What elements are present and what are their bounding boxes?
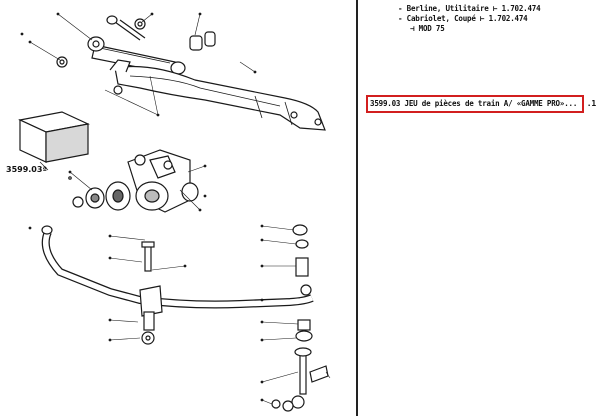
upper-arm-assembly [56, 15, 326, 131]
entry-item-number: .1 [586, 99, 596, 108]
right-hardware-column [271, 224, 329, 412]
highlighted-entry-box [366, 95, 584, 113]
anti-roll-bar [41, 225, 314, 345]
header-line-berline: - Berline, Utilitaire ⊢ 1.702.474 [398, 4, 541, 13]
kit-reference-label: 3599.03ª [6, 165, 47, 174]
column-divider [356, 0, 358, 416]
parts-exploded-diagram [18, 12, 331, 412]
header-line-model: ⊣ MOD 75 [410, 24, 445, 33]
catalog-entry-3599-03[interactable]: 3599.03 JEU de pièces de train A/ «GAMME… [370, 99, 578, 108]
bushing-bracket-assembly [68, 149, 199, 213]
catalog-panel: - Berline, Utilitaire ⊢ 1.702.474 - Cabr… [358, 0, 600, 416]
kit-box [18, 111, 90, 171]
header-line-cabriolet: - Cabriolet, Coupé ⊢ 1.702.474 [398, 14, 528, 23]
